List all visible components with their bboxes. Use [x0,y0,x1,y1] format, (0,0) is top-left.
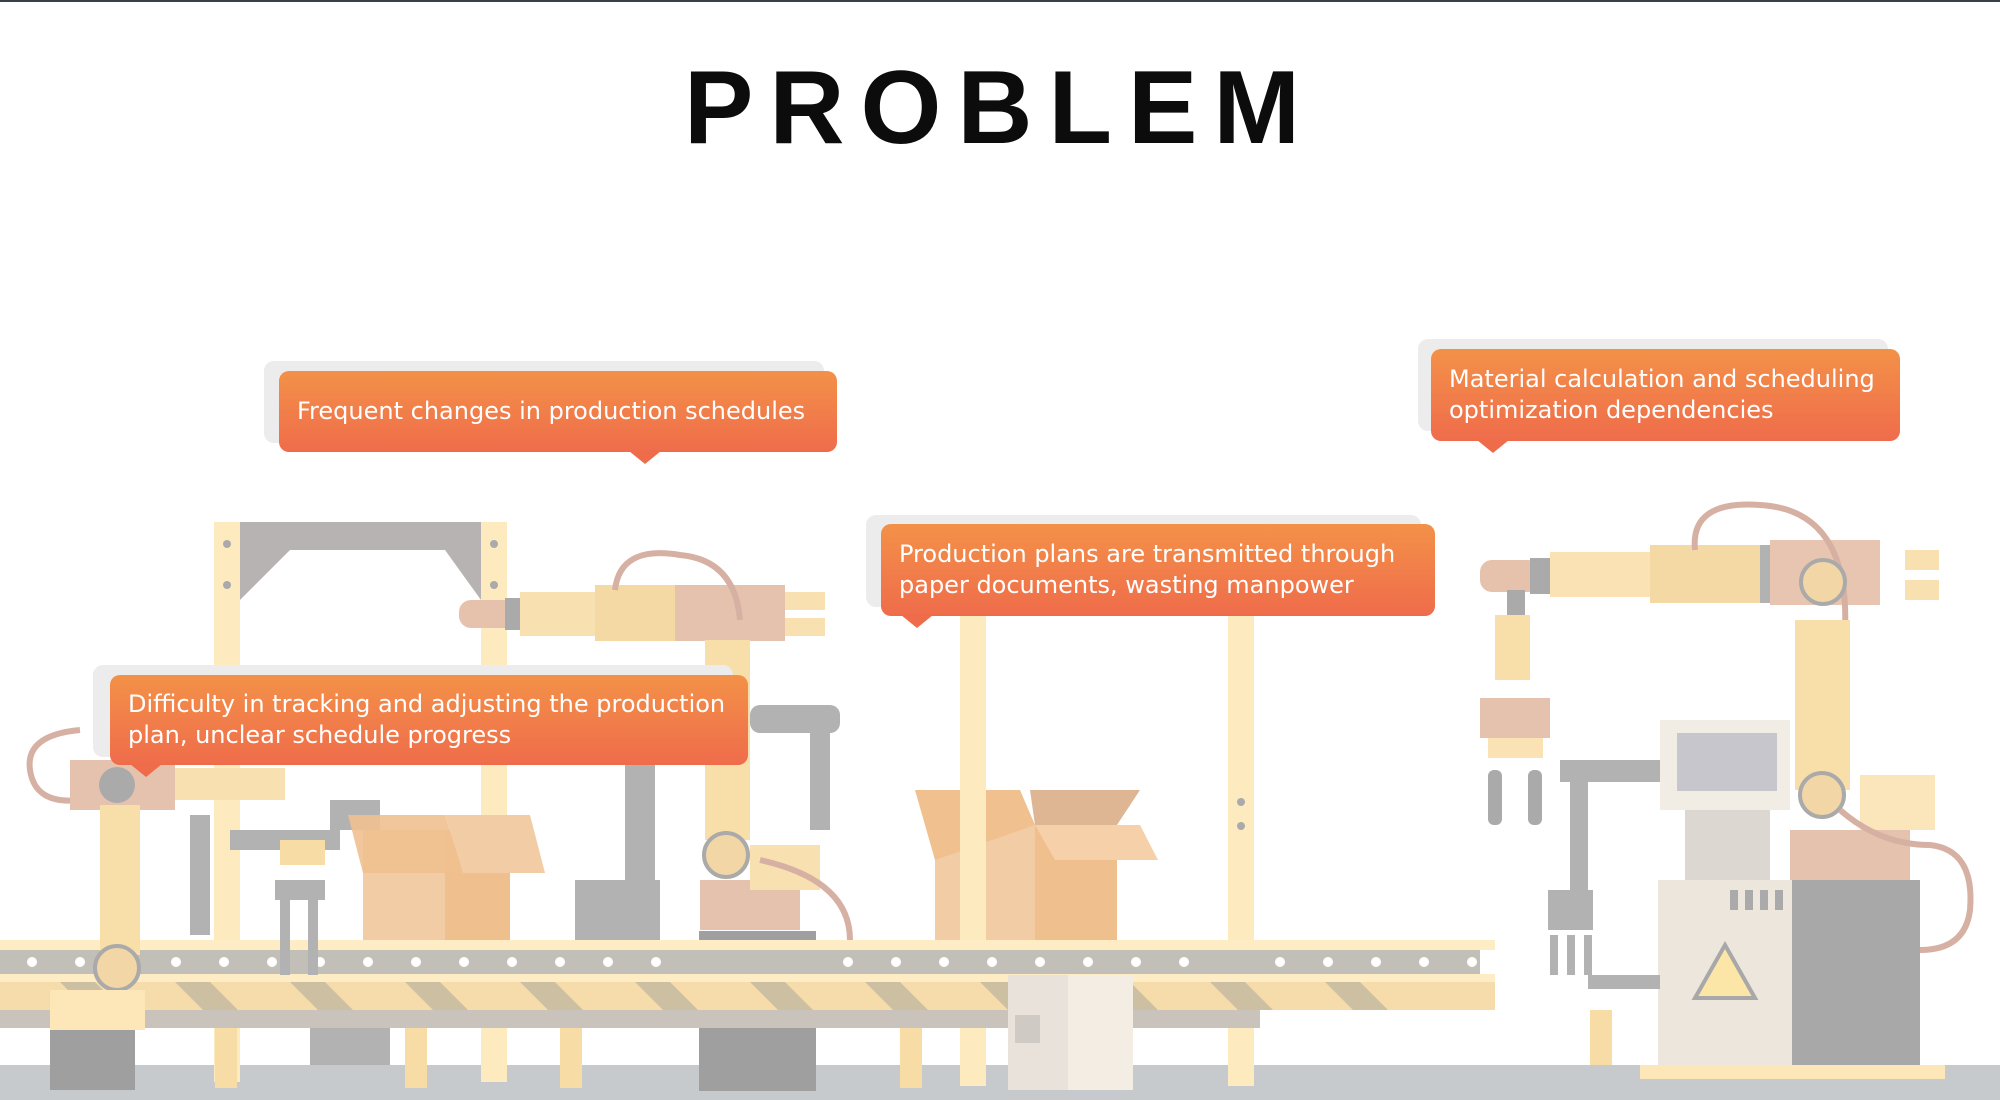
side-table [1588,975,1660,1065]
warning-triangle-icon [1691,940,1759,1000]
robot-arm-right [1480,501,1974,1065]
callout-text: Production plans are transmitted through [899,540,1396,568]
robot-arm-left [26,727,285,1090]
callout-pointer [130,764,162,777]
gripper-left [275,840,325,975]
page-title: PROBLEM [684,50,1316,166]
callout-text: Frequent changes in production schedules [297,397,806,425]
callout-text: Material calculation and scheduling [1449,365,1875,393]
callout-text: optimization dependencies [1449,396,1774,424]
grey-claw-arm [1548,760,1660,975]
cardboard-box-middle [915,790,1158,942]
callout-paper-documents: Production plans are transmitted through… [881,524,1435,628]
computer-terminal [1660,720,1790,880]
conveyor-belt [0,940,1495,1088]
callout-frequent-changes: Frequent changes in production schedules [279,371,837,464]
main-cabinet [1640,880,1945,1079]
callout-material-calculation: Material calculation and scheduling optim… [1431,349,1900,453]
callout-text: Difficulty in tracking and adjusting the… [128,690,726,718]
cardboard-box-left [348,815,545,942]
top-border-line [0,0,2000,2]
callout-text: plan, unclear schedule progress [128,721,512,749]
callout-pointer [901,615,933,628]
callout-text: paper documents, wasting manpower [899,571,1354,599]
callout-tracking-difficulty: Difficulty in tracking and adjusting the… [110,675,748,777]
robot-arm-hanging [1480,590,1550,825]
callout-pointer [1477,440,1509,453]
control-cabinet-small [1008,975,1133,1090]
callout-pointer [629,451,661,464]
